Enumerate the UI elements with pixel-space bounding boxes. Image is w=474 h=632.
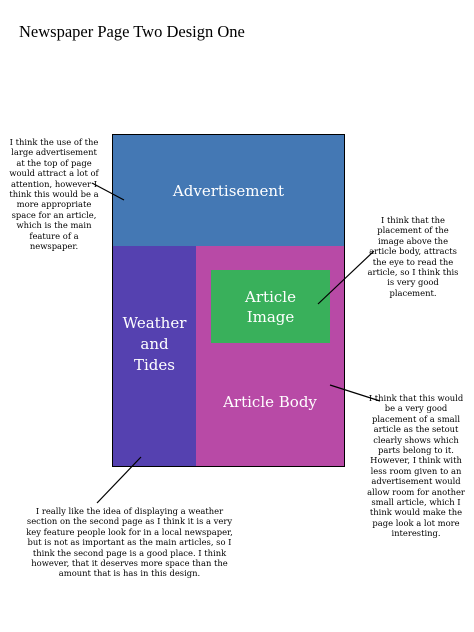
weather-tides-block: Weather and Tides — [113, 246, 196, 466]
article-body-label: Article Body — [223, 393, 317, 411]
note-article-image: I think that the placement of the image … — [367, 215, 459, 298]
page-title: Newspaper Page Two Design One — [19, 22, 245, 41]
article-image-block: Article Image — [211, 270, 330, 343]
article-image-label: Article Image — [245, 287, 296, 326]
note-article-body: I think that this would be a very good p… — [367, 393, 465, 539]
note-weather: I really like the idea of displaying a w… — [26, 506, 233, 579]
note-advertisement: I think the use of the large advertiseme… — [9, 137, 99, 252]
advertisement-block: Advertisement — [113, 135, 344, 246]
weather-tides-label: Weather and Tides — [122, 313, 187, 374]
advertisement-label: Advertisement — [172, 181, 285, 200]
